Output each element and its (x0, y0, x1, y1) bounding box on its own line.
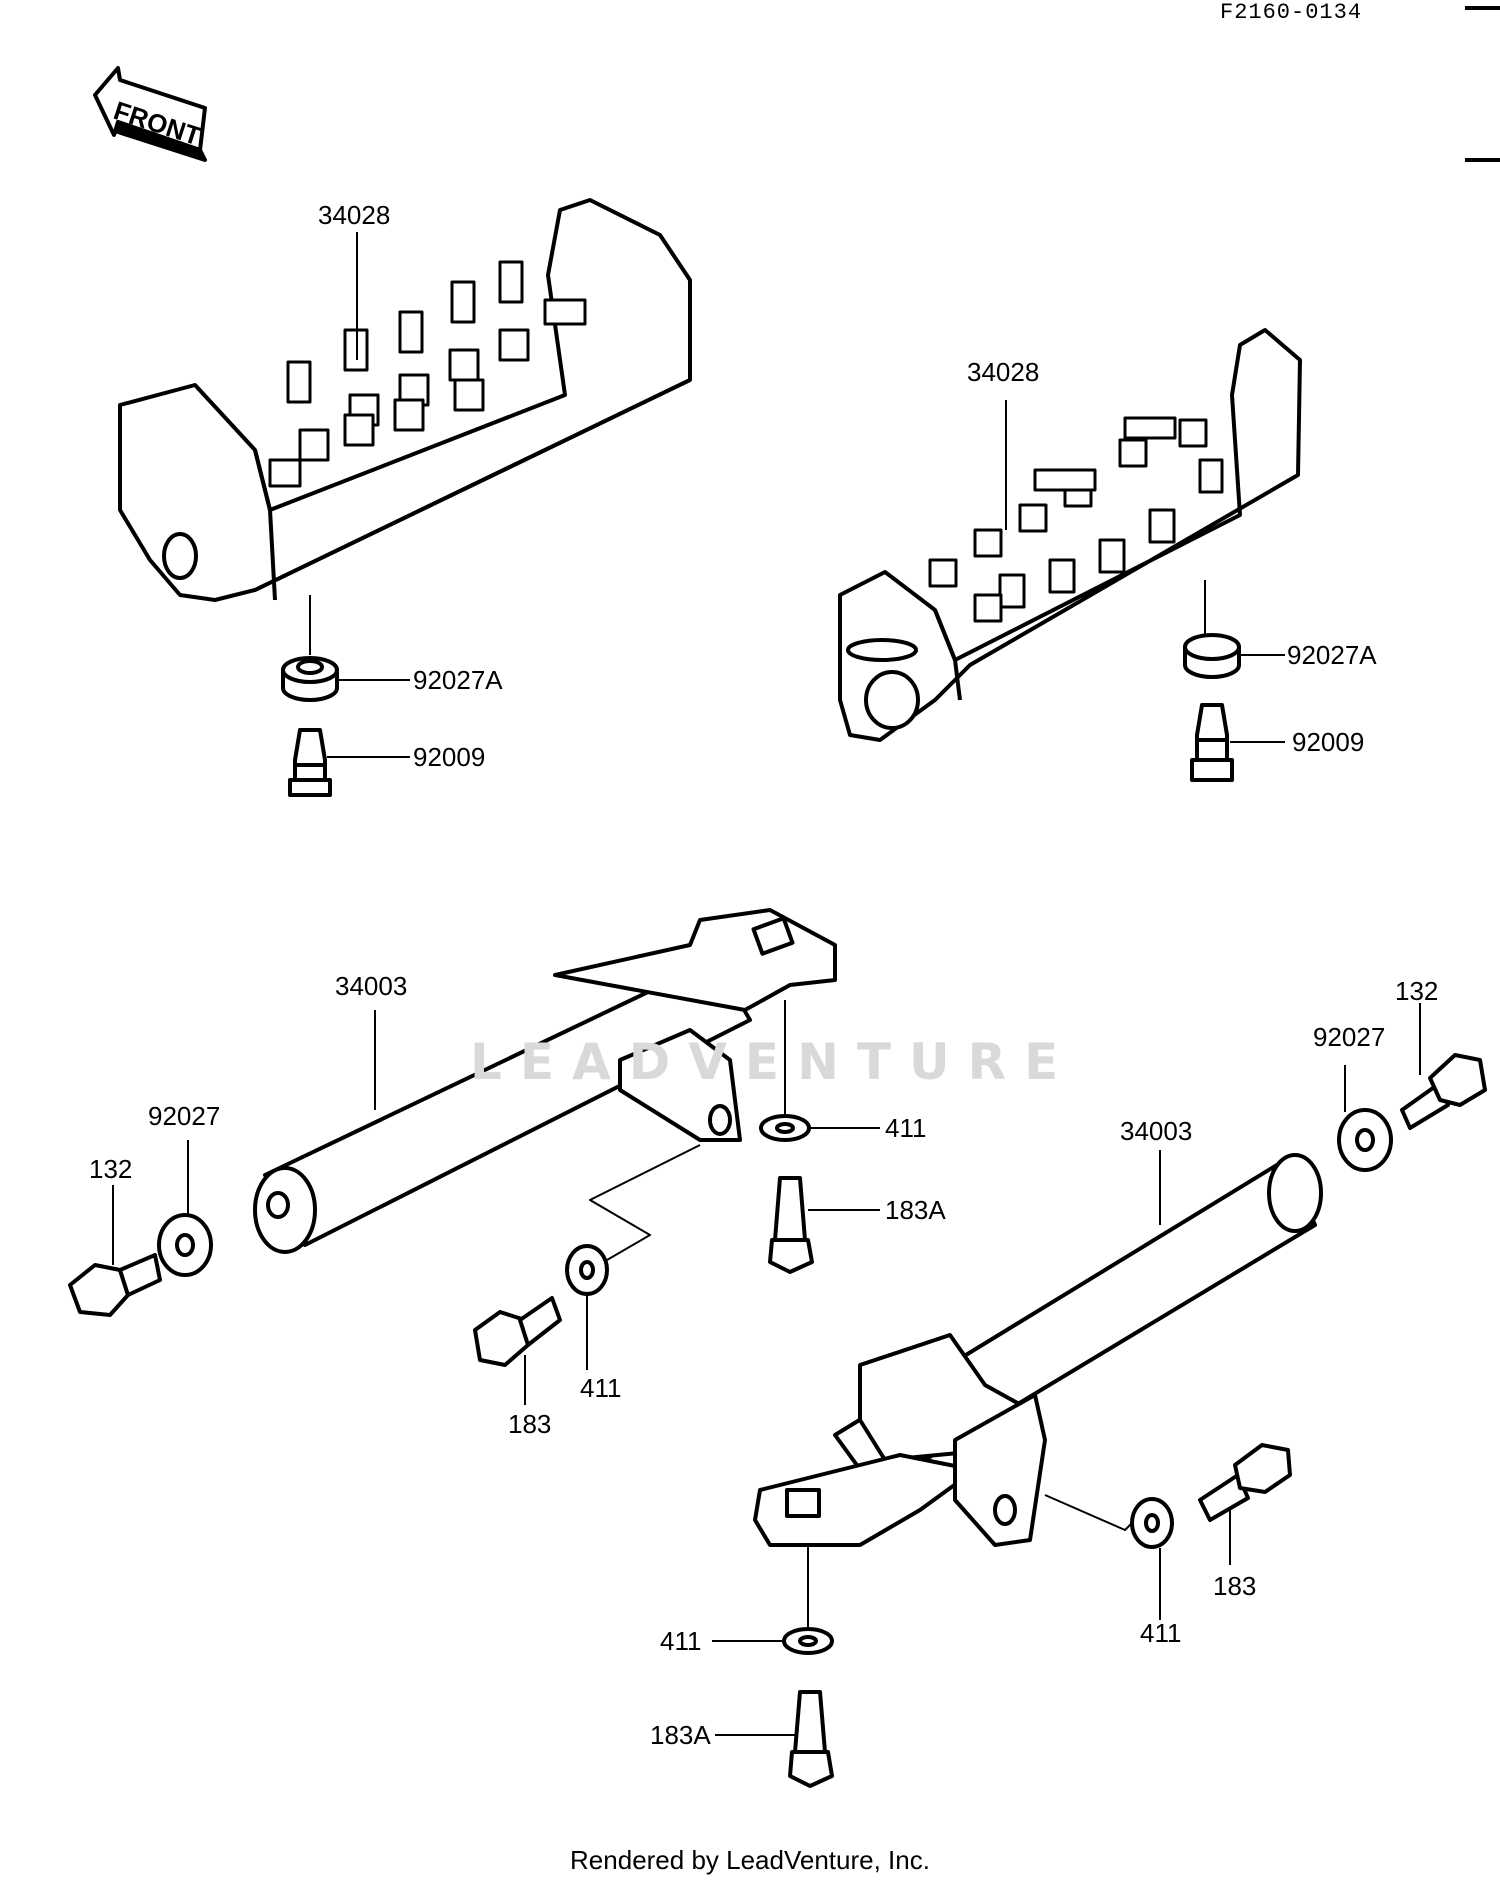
bolt-132-right (1400, 1053, 1487, 1130)
label-183a-left: 183A (885, 1195, 946, 1225)
washer-411-left-top (759, 1114, 811, 1142)
label-92009-right: 92009 (1292, 727, 1364, 757)
bolt-183-right (1198, 1443, 1292, 1522)
bolt-183a-right (788, 1690, 834, 1788)
footer-credit: Rendered by LeadVenture, Inc. (570, 1845, 930, 1875)
front-arrow-icon: FRONT (93, 66, 207, 162)
label-92027-right: 92027 (1313, 1022, 1385, 1052)
label-92027a-right: 92027A (1287, 640, 1377, 670)
label-34003-right: 34003 (1120, 1116, 1192, 1146)
label-34003-left: 34003 (335, 971, 407, 1001)
washer-411-left-bottom (565, 1244, 609, 1296)
figure-code: F2160-0134 (1220, 0, 1363, 25)
footpeg-rubber-left (118, 198, 692, 602)
bolt-183a-left (768, 1176, 814, 1274)
label-411-left-bottom: 411 (580, 1373, 621, 1403)
washer-411-right-bottom (782, 1627, 834, 1655)
screw-92009-left (288, 728, 332, 797)
watermark: LEADVENTURE (470, 1033, 1077, 1091)
footpeg-bracket-left (253, 908, 837, 1254)
label-92027a-left: 92027A (413, 665, 503, 695)
label-183a-right: 183A (650, 1720, 711, 1750)
label-34028-right: 34028 (967, 357, 1039, 387)
footpeg-rubber-right (838, 328, 1302, 742)
bolt-183-left (473, 1296, 562, 1367)
label-34028-left: 34028 (318, 200, 390, 230)
label-411-right-side: 411 (1140, 1618, 1181, 1648)
washer-92027-right (1337, 1108, 1393, 1172)
washer-92027a-right (1183, 633, 1241, 679)
label-92027-left: 92027 (148, 1101, 220, 1131)
footpeg-bracket-right (753, 1153, 1323, 1547)
washer-411-right-side (1130, 1497, 1174, 1549)
screw-92009-right (1190, 703, 1234, 782)
label-132-left: 132 (89, 1154, 132, 1184)
label-92009-left: 92009 (413, 742, 485, 772)
label-411-left-top: 411 (885, 1113, 926, 1143)
label-411-right-bottom: 411 (660, 1626, 701, 1656)
label-183-right: 183 (1213, 1571, 1256, 1601)
washer-92027-left (157, 1213, 213, 1277)
label-132-right: 132 (1395, 976, 1438, 1006)
label-183-left: 183 (508, 1409, 551, 1439)
bolt-132-left (68, 1253, 162, 1317)
washer-92027a-left (281, 656, 339, 702)
